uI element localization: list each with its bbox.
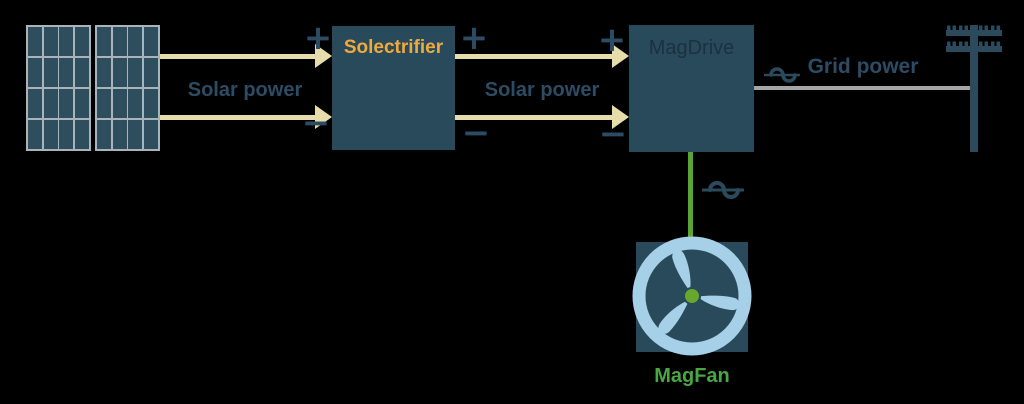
solar-cell: [112, 57, 127, 88]
solar-cell: [28, 88, 43, 119]
solar-power-label: Solar power: [484, 79, 600, 101]
magdrive-label: MagDrive: [648, 37, 735, 59]
solar-cell: [43, 27, 58, 57]
solar-cell: [74, 27, 89, 57]
fan-blade: [658, 301, 688, 334]
grid-power-label: Grid power: [807, 55, 919, 78]
solar-cell: [143, 88, 158, 119]
solar-panel: [95, 25, 160, 151]
solar-cell: [43, 88, 58, 119]
solar-cell: [28, 119, 43, 149]
solar-cell: [143, 57, 158, 88]
solectrifier-label: Solectrifier: [343, 37, 444, 58]
solar-cell: [97, 119, 112, 149]
arrowhead-icon: [612, 44, 629, 68]
solar-cell: [74, 88, 89, 119]
fan-blade: [672, 250, 691, 289]
solar-cell: [74, 119, 89, 149]
solar-cell: [112, 88, 127, 119]
dc-positive-wire: [160, 54, 316, 59]
solar-cell: [128, 57, 143, 88]
solar-cell: [143, 27, 158, 57]
solar-panel: [26, 25, 91, 151]
solar-cell: [59, 119, 74, 149]
grid-wire: [754, 86, 972, 90]
solar-cell: [28, 57, 43, 88]
fan-turbine-icon: [632, 236, 752, 356]
minus-icon: −: [301, 103, 331, 143]
solar-cell: [59, 57, 74, 88]
dc-negative-wire: [160, 115, 316, 120]
solar-cell: [43, 119, 58, 149]
solar-cell: [97, 27, 112, 57]
dc-positive-wire: [455, 54, 612, 59]
minus-icon: −: [461, 113, 491, 153]
solar-cell: [112, 27, 127, 57]
fan-ac-wire: [688, 152, 693, 242]
plus-icon: +: [597, 20, 627, 60]
ac-sine-icon: [764, 67, 800, 83]
solar-cell: [28, 27, 43, 57]
arrowhead-icon: [315, 44, 332, 68]
fan-ring: [632, 236, 752, 356]
solar-cell: [74, 57, 89, 88]
solar-cell: [43, 57, 58, 88]
fan-blade: [700, 295, 740, 311]
dc-negative-wire: [455, 115, 612, 120]
solar-cell: [128, 88, 143, 119]
solar-cell: [128, 27, 143, 57]
solectrifier-box: Solectrifier: [332, 26, 455, 150]
ac-sine-icon: [702, 181, 744, 199]
fan-hub: [685, 289, 699, 303]
magfan-label: MagFan: [654, 365, 730, 387]
solar-cell: [128, 119, 143, 149]
solar-cell: [59, 88, 74, 119]
solar-cell: [97, 57, 112, 88]
utility-pole-icon: [946, 25, 1002, 152]
solar-cell: [59, 27, 74, 57]
plus-icon: +: [459, 18, 489, 58]
arrowhead-icon: [612, 105, 629, 129]
magdrive-box: MagDrive: [629, 25, 754, 152]
solar-cell: [97, 88, 112, 119]
plus-icon: +: [303, 18, 333, 58]
arrowhead-icon: [315, 105, 332, 129]
solar-cell: [143, 119, 158, 149]
minus-icon: −: [598, 114, 628, 154]
solar-power-label: Solar power: [187, 79, 303, 101]
solar-cell: [112, 119, 127, 149]
